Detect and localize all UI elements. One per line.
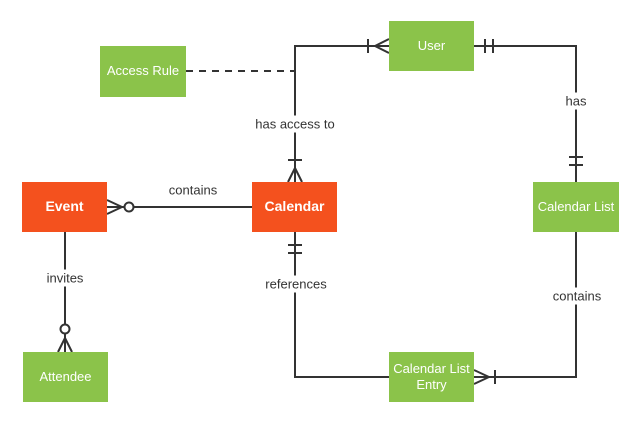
connector-user-has-calendar-list xyxy=(474,39,583,182)
relationship-label-invites: invites xyxy=(43,269,87,287)
entity-user: User xyxy=(389,21,474,71)
connector-event-contains-calendar xyxy=(106,199,252,215)
crow-foot-many-icon xyxy=(57,337,73,353)
relationship-label-has: has xyxy=(562,92,590,110)
connector-calendar-references-entry xyxy=(288,232,389,378)
entity-calendar: Calendar xyxy=(252,182,337,232)
zero-ring-icon xyxy=(59,323,71,335)
relationship-label-references: references xyxy=(262,275,330,293)
connector-calendar-has-access-to-user xyxy=(287,38,390,183)
entity-label: Calendar xyxy=(264,198,325,215)
entity-access-rule: Access Rule xyxy=(100,46,186,97)
one-and-only-one-bars-icon xyxy=(569,156,583,166)
one-and-only-one-bars-icon xyxy=(484,39,494,53)
entity-attendee: Attendee xyxy=(23,352,108,402)
relationship-label-has-access-to: has access to xyxy=(252,115,338,133)
entity-label: Access Rule xyxy=(106,63,180,79)
entity-label: Calendar List Entry xyxy=(393,360,470,392)
relationship-label-contains: contains xyxy=(549,287,605,305)
one-and-only-one-bars-icon xyxy=(288,244,302,254)
crow-foot-many-icon xyxy=(473,369,490,385)
entity-calendar-list-entry: Calendar List Entry xyxy=(389,352,474,402)
crow-foot-many-icon xyxy=(374,38,390,54)
entity-label: User xyxy=(417,37,446,53)
entity-label: Event xyxy=(45,198,84,215)
entity-event: Event xyxy=(22,182,107,232)
relationship-label-contains: contains xyxy=(165,181,221,199)
crow-foot-many-icon xyxy=(287,167,303,183)
connector-calendar-list-contains-entry xyxy=(473,232,577,385)
entity-label: Calendar List xyxy=(537,198,615,214)
zero-ring-icon xyxy=(123,201,135,213)
connector-event-invites-attendee xyxy=(57,232,73,353)
crow-foot-many-icon xyxy=(106,199,123,215)
entity-label: Attendee xyxy=(39,368,92,384)
entity-calendar-list: Calendar List xyxy=(533,182,619,232)
